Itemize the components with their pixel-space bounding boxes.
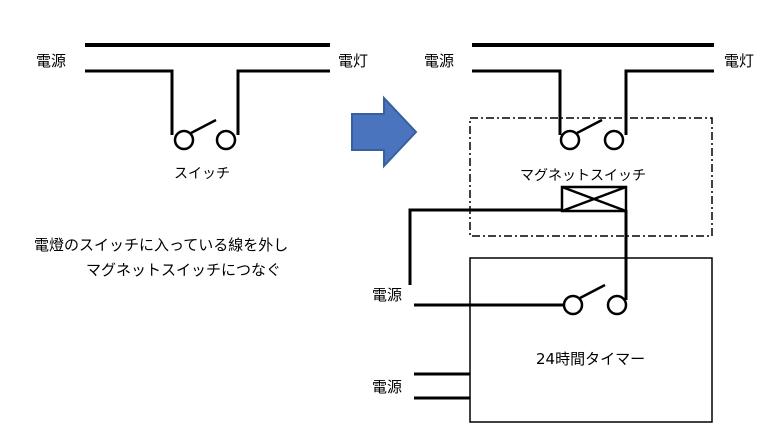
right-lamp-label: 電灯 [724,52,754,70]
right-power-label: 電源 [424,52,454,70]
right-arrow-icon [351,95,418,169]
timer-power-label-2: 電源 [372,378,402,396]
timer-contact-lever [579,283,606,300]
right-switch-wire-a [472,69,562,135]
left-switch-wire-b [236,69,330,135]
left-lamp-label: 電灯 [338,52,368,70]
magnet-switch-lever [576,118,603,135]
left-switch-contact-b [215,129,237,151]
right-switch-wire-b [624,69,714,135]
left-switch-wire-a [85,69,174,135]
timer-power-label-1: 電源 [372,286,402,304]
timer-contact-a [562,294,584,316]
modified-circuit: 電源 電灯 マグネットスイッチ 電源 24時間タイマー 電源 [372,43,754,423]
coil-wire-left [408,208,562,285]
left-switch-lever [190,118,217,135]
magnet-switch-box [469,117,713,237]
left-switch-contact-a [173,129,195,151]
instruction-line-1: 電燈のスイッチに入っている線を外し [34,236,288,254]
left-power-label: 電源 [36,52,66,70]
magnet-switch-contact-b [603,129,625,151]
left-switch-label: スイッチ [174,166,230,182]
magnet-switch-label: マグネットスイッチ [520,168,646,184]
instruction-line-2: マグネットスイッチにつなぐ [86,261,281,279]
original-circuit: 電源 電灯 スイッチ 電燈のスイッチに入っている線を外し マグネットスイッチにつ… [34,43,368,279]
timer-contact-b [606,294,628,316]
magnet-switch-contact-a [559,129,581,151]
timer-label: 24時間タイマー [536,350,645,368]
magnet-coil-cross-b [561,185,627,213]
timer-box [469,257,713,423]
